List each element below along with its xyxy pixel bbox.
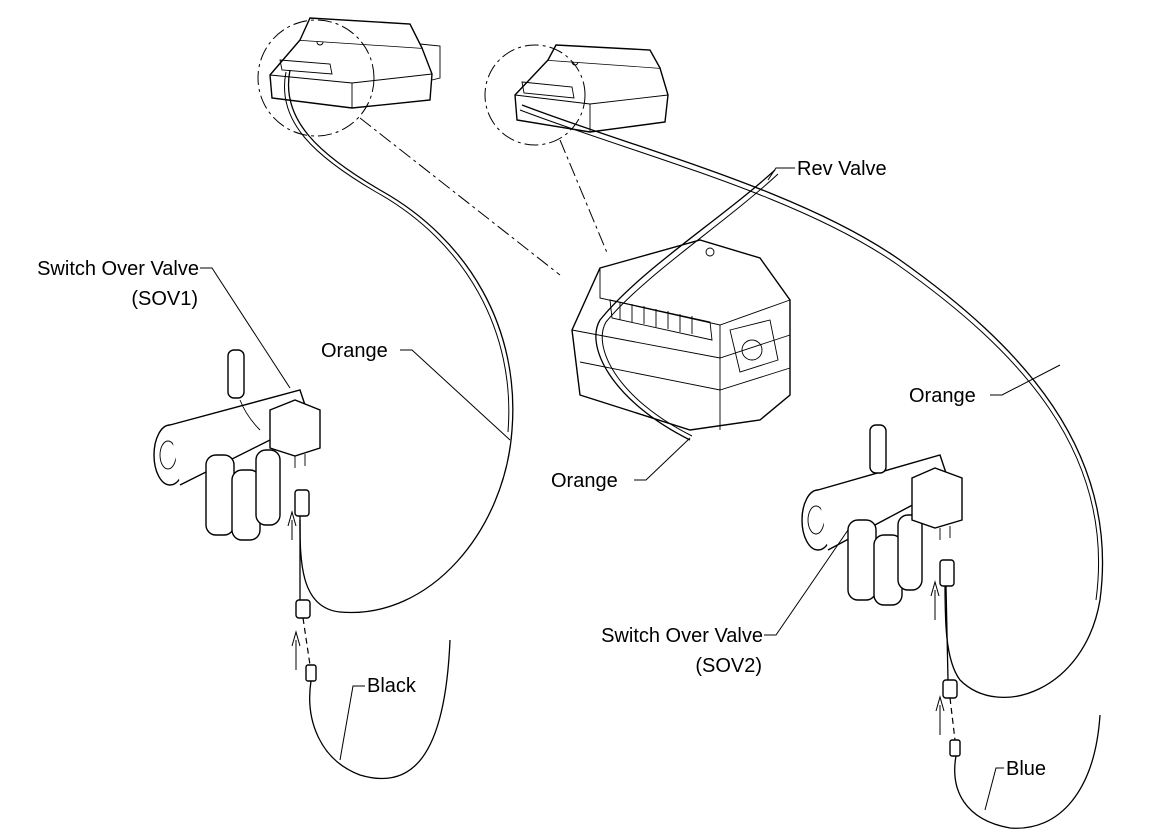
leader-orange-right [990, 364, 1061, 396]
label-black: Black [367, 675, 417, 697]
controller-box-left [269, 17, 441, 109]
orange-wire-right [521, 104, 1104, 698]
label-sov2-name: Switch Over Valve [601, 625, 763, 647]
label-sov2-id: (SOV2) [695, 655, 762, 677]
leader-orange-center [634, 437, 691, 481]
leader-sov1 [200, 267, 291, 389]
leader-sov2 [764, 529, 849, 636]
projection-line-left [359, 117, 561, 276]
label-rev-valve: Rev Valve [797, 158, 887, 180]
orange-wire-left [287, 69, 514, 614]
leader-blue [984, 767, 1004, 811]
label-orange-right: Orange [909, 385, 976, 407]
switch-over-valve-sov2 [801, 424, 963, 606]
switch-over-valve-sov1 [153, 349, 321, 541]
projection-line-right [559, 139, 609, 256]
controller-box-right [514, 44, 669, 133]
detail-circle-right [484, 44, 586, 146]
label-orange-center: Orange [551, 470, 618, 492]
controller-box-large [571, 239, 791, 431]
leader-black [339, 685, 365, 761]
connector-sov1 [287, 489, 451, 780]
leader-orange-left [400, 349, 511, 441]
leader-rev-valve [767, 167, 795, 181]
label-blue: Blue [1006, 758, 1046, 780]
label-orange-left: Orange [321, 340, 388, 362]
label-sov1-name: Switch Over Valve [37, 258, 199, 280]
connector-sov2 [930, 559, 1101, 829]
rev-valve-wire [595, 169, 776, 441]
label-sov1-id: (SOV1) [131, 288, 198, 310]
detail-circle-left [257, 19, 375, 137]
